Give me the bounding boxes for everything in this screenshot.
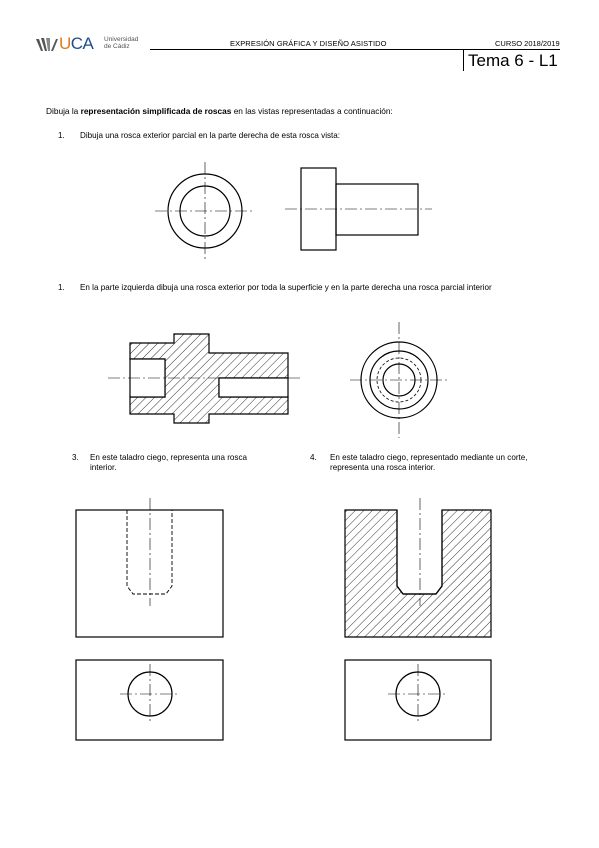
exercise-4: 4. En este taladro ciego, representado m… xyxy=(310,453,570,477)
exercise-number: 1. xyxy=(58,131,65,140)
header-course: CURSO 2018/2019 xyxy=(495,39,560,48)
logo-letter-u: U xyxy=(59,34,71,53)
exercise-text: En la parte izquierda dibuja una rosca e… xyxy=(80,283,492,292)
exercise-number: 3. xyxy=(72,453,79,462)
ex4-top-view xyxy=(344,659,492,741)
ex2-section-view xyxy=(108,333,302,424)
university-logo: UCA Universidad de Cádiz xyxy=(34,34,149,56)
header-rule xyxy=(150,49,560,50)
exercise-text: Dibuja una rosca exterior parcial en la … xyxy=(80,131,341,140)
exercise-2: 1. En la parte izquierda dibuja una rosc… xyxy=(58,283,558,307)
intro-before: Dibuja la xyxy=(46,106,81,116)
ex1-side-view xyxy=(285,167,432,251)
intro-after: en las vistas representadas a continuaci… xyxy=(231,106,393,116)
header-title: EXPRESIÓN GRÁFICA Y DISEÑO ASISTIDO xyxy=(230,39,387,48)
exercise-number: 1. xyxy=(58,283,65,292)
exercise-1: 1. Dibuja una rosca exterior parcial en … xyxy=(58,131,478,143)
logo-line1: Universidad xyxy=(104,36,139,43)
intro-instruction: Dibuja la representación simplificada de… xyxy=(46,106,393,116)
exercise-3: 3. En este taladro ciego, representa una… xyxy=(72,453,272,477)
lesson-title: Tema 6 - L1 xyxy=(463,49,558,71)
logo-wordmark: UCA xyxy=(59,34,94,54)
exercise-text: En este taladro ciego, representa una ro… xyxy=(90,453,248,472)
ex2-end-view xyxy=(350,322,450,438)
ex3-front-view xyxy=(75,498,224,638)
intro-bold: representación simplificada de roscas xyxy=(80,106,232,116)
logo-line2: de Cádiz xyxy=(104,43,130,50)
logo-letters-ca: CA xyxy=(70,34,94,53)
exercise-text: En este taladro ciego, representado medi… xyxy=(330,453,528,472)
ex1-end-view xyxy=(155,162,255,262)
ex4-section-view xyxy=(344,498,492,638)
logo-university-name: Universidad de Cádiz xyxy=(104,36,138,50)
exercise-number: 4. xyxy=(310,453,317,462)
logo-emblem-icon xyxy=(36,38,58,51)
ex3-top-view xyxy=(75,659,224,741)
